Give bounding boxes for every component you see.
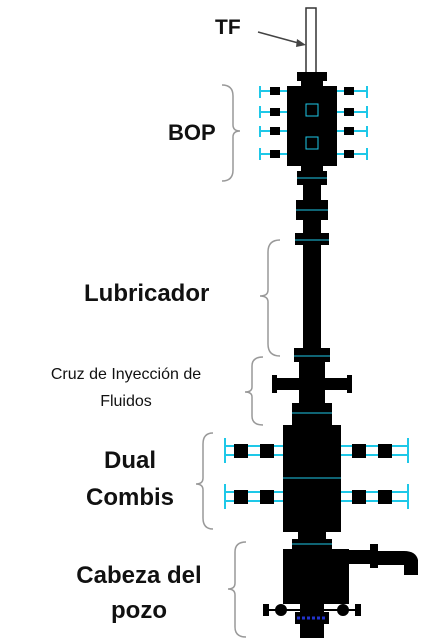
injection-cross-cap-right: [347, 375, 352, 393]
bop-bottom-spool: [301, 166, 323, 172]
wellhead-body: [283, 549, 349, 604]
cruz-brace: [244, 356, 264, 426]
bop-body: [287, 86, 337, 166]
injection-cross-cap-left: [272, 375, 277, 393]
lubricador-label: Lubricador: [84, 280, 210, 307]
dual-combis-ram-right: [341, 438, 409, 509]
wellhead-side-pipe: [378, 551, 418, 575]
dual-combis-brace: [195, 432, 214, 530]
cruz-label-line1: Cruz de Inyección de: [50, 366, 202, 383]
injection-cross-bottom-flange: [292, 403, 332, 425]
dual-combis-ram-left: [224, 438, 283, 509]
bop-brace: [221, 84, 241, 182]
wellhead-lower-neck: [300, 604, 324, 612]
wellhead-valves: [263, 604, 361, 616]
tf-pointer-arrow: [257, 31, 306, 47]
bop-top-flange: [297, 72, 327, 81]
lubricador-brace: [259, 239, 281, 357]
cabeza-label-line2: pozo: [111, 597, 167, 624]
dual-combis-ram-right-blocks: [352, 444, 392, 504]
injection-cross-arm-right: [325, 378, 349, 390]
injection-cross-top-flange: [294, 348, 330, 362]
cabeza-brace: [227, 541, 247, 638]
bop-ram-right: [337, 86, 368, 160]
wellhead-side-outlet: [349, 550, 373, 564]
bop-port-lower: [305, 136, 319, 150]
bop-ram-right-blocks: [344, 87, 354, 158]
injection-cross-body: [299, 362, 325, 407]
cruz-label-line2: Fluidos: [100, 393, 152, 410]
tf-label: TF: [215, 16, 241, 39]
bop-top-spool: [301, 81, 323, 87]
bop-label: BOP: [168, 120, 216, 145]
cabeza-label-line1: Cabeza del: [76, 562, 202, 589]
bop-ram-left: [259, 86, 287, 160]
wellhead-casing: [300, 624, 324, 638]
bop-port-upper: [305, 103, 319, 117]
injection-cross-arm-left: [275, 378, 299, 390]
dual-combis-ram-left-blocks: [234, 444, 274, 504]
lubricator-top-spool: [303, 185, 321, 201]
dual-combis-label-line1: Dual: [103, 447, 156, 474]
dual-combis-bottom-spool: [298, 532, 326, 540]
lubricator-body: [303, 245, 321, 348]
lubricator-collar: [295, 233, 329, 245]
dual-combis-label-line2: Combis: [85, 484, 174, 511]
tf-tubing: [305, 7, 317, 75]
lubricator-neck: [303, 219, 321, 233]
wellhead-side-flange: [370, 544, 378, 568]
bop-ram-left-blocks: [270, 87, 280, 158]
